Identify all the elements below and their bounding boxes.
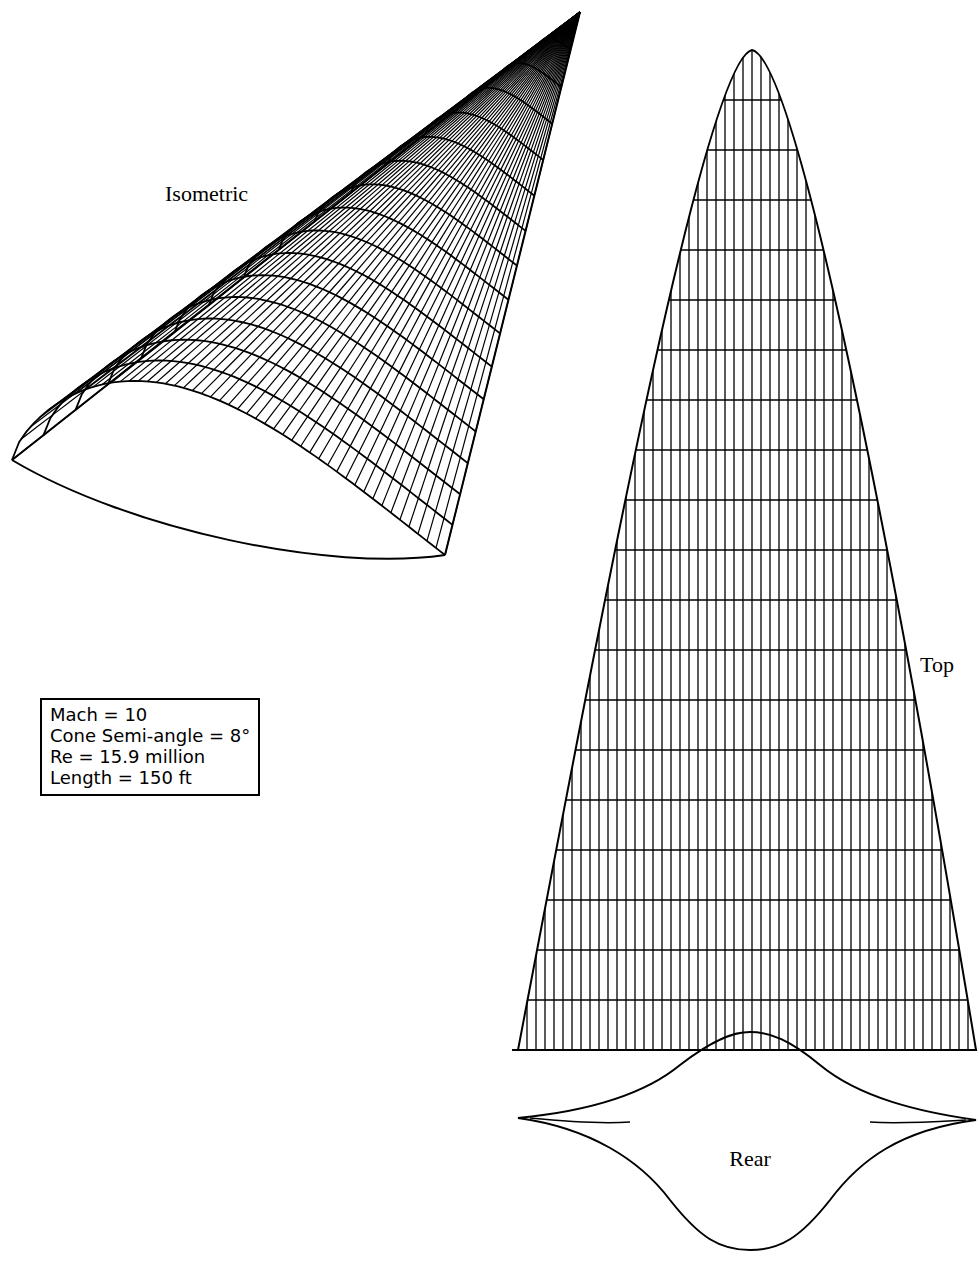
top-view-outline — [518, 50, 976, 1050]
grid-line — [44, 360, 453, 524]
grid-line — [283, 12, 580, 435]
grid-line — [510, 249, 979, 250]
grid-line — [510, 199, 979, 200]
grid-line — [30, 12, 580, 427]
grid-line — [510, 349, 979, 350]
grid-line — [510, 949, 979, 950]
grid-line — [510, 749, 979, 750]
isometric-edge — [12, 12, 580, 460]
view-label: Rear — [729, 1146, 771, 1172]
condition-text: Length = 150 ft — [50, 767, 250, 788]
rear-view-outline — [518, 1032, 976, 1250]
grid-line — [192, 12, 580, 391]
flow-conditions-box: Mach = 10Cone Semi-angle = 8°Re = 15.9 m… — [40, 698, 260, 796]
grid-line — [510, 849, 979, 850]
grid-line — [510, 799, 979, 800]
grid-line — [108, 319, 468, 464]
grid-line — [256, 12, 580, 418]
grid-line — [418, 12, 580, 534]
grid-line — [12, 381, 445, 555]
grid-line — [510, 149, 979, 150]
grid-line — [510, 999, 979, 1000]
grid-line — [510, 99, 979, 100]
grid-line — [21, 12, 580, 439]
grid-line — [400, 12, 580, 520]
grid-line — [967, 40, 968, 1052]
grid-line — [238, 12, 580, 409]
grid-line — [510, 599, 979, 600]
grid-line — [409, 12, 580, 527]
grid-line — [84, 12, 580, 390]
condition-text: Mach = 10 — [50, 704, 250, 725]
grid-line — [75, 12, 580, 394]
top-view-grid — [510, 40, 979, 1052]
grid-line — [517, 40, 518, 1052]
grid-line — [364, 12, 580, 492]
grid-line — [544, 40, 545, 1052]
grid-line — [510, 1049, 979, 1050]
grid-line — [510, 399, 979, 400]
grid-line — [355, 12, 580, 485]
grid-line — [510, 649, 979, 650]
grid-line — [958, 40, 959, 1052]
grid-line — [328, 12, 580, 465]
grid-line — [48, 12, 580, 410]
view-label: Isometric — [165, 181, 248, 207]
grid-line — [292, 12, 580, 440]
grid-line — [510, 449, 979, 450]
grid-line — [510, 499, 979, 500]
top-view-base — [512, 1049, 977, 1051]
grid-line — [510, 299, 979, 300]
isometric-grid — [12, 12, 580, 555]
grid-line — [510, 899, 979, 900]
isometric-edge — [445, 12, 580, 555]
condition-text: Cone Semi-angle = 8° — [50, 725, 250, 746]
isometric-base-curve — [12, 460, 445, 559]
grid-line — [129, 12, 580, 381]
rear-view-tip-lines — [530, 1118, 966, 1123]
grid-line — [510, 549, 979, 550]
grid-line — [319, 12, 580, 459]
grid-line — [510, 699, 979, 700]
grid-line — [274, 12, 580, 429]
grid-line — [427, 12, 580, 541]
grid-line — [382, 12, 580, 506]
grid-line — [219, 12, 580, 401]
grid-line — [310, 12, 580, 452]
grid-line — [346, 12, 580, 478]
grid-line — [436, 12, 580, 548]
grid-line — [445, 12, 580, 555]
view-label: Top — [920, 652, 954, 678]
condition-text: Re = 15.9 million — [50, 746, 250, 767]
